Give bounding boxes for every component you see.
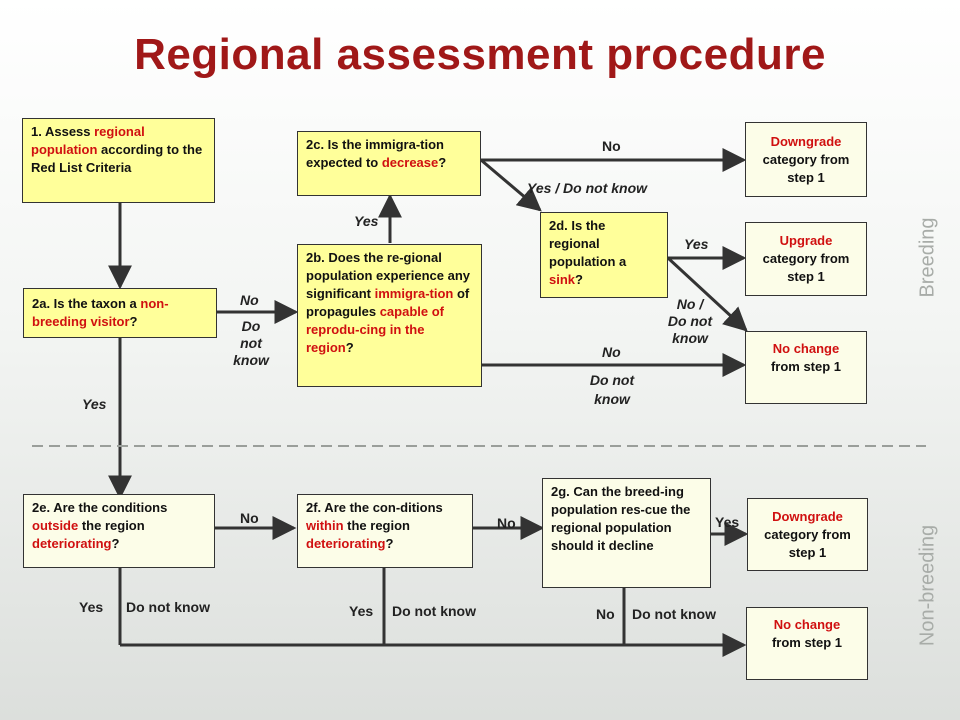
label-yes-2b: Yes: [354, 213, 379, 229]
label-dnk-2f: Do not know: [392, 603, 476, 619]
label-dnk-2e: Do not know: [126, 599, 210, 615]
step-2c-box: 2c. Is the immigra-tion expected to decr…: [297, 131, 481, 196]
label-dnk-2g: Do not know: [632, 606, 716, 622]
page-title: Regional assessment procedure: [134, 30, 826, 79]
step-2b-box: 2b. Does the re-gional population experi…: [297, 244, 482, 387]
label-no-2a: No: [240, 292, 259, 308]
side-label-breeding: Breeding: [916, 217, 939, 298]
step-1-box: 1. Assess regional population according …: [22, 118, 215, 203]
label-no-2c: No: [602, 138, 621, 154]
label-no-2g: No: [596, 606, 615, 622]
label-no-2f: No: [497, 515, 516, 531]
label-yes-2f: Yes: [349, 603, 374, 619]
side-label-nonbreeding: Non-breeding: [916, 524, 939, 647]
label-no-2e: No: [240, 510, 259, 526]
label-yes-2d: Yes: [684, 236, 709, 252]
arrow-2d-to-nochange: [666, 256, 748, 332]
step-2f-box: 2f. Are the con-ditions within the regio…: [297, 494, 473, 568]
step-2e-box: 2e. Are the conditions outside the regio…: [23, 494, 215, 568]
step-2g-box: 2g. Can the breed-ing population res-cue…: [542, 478, 711, 588]
step-2a-box: 2a. Is the taxon a non-breeding visitor?: [23, 288, 217, 338]
step-2d-box: 2d. Is the regional population a sink?: [540, 212, 668, 298]
label-yes-dnk-2c: Yes / Do not know: [527, 180, 648, 196]
label-yes-2e: Yes: [79, 599, 104, 615]
label-dnk-2b: Do not know: [589, 372, 635, 407]
label-yes-2g: Yes: [715, 514, 740, 530]
label-yes-2a: Yes: [82, 396, 107, 412]
label-no-2b: No: [602, 344, 621, 360]
label-no-dnk-2d: No / Do not know: [667, 296, 713, 346]
label-donotknow-2a: Do not know: [233, 318, 269, 368]
arrow-2c-to-2d: [480, 158, 542, 212]
